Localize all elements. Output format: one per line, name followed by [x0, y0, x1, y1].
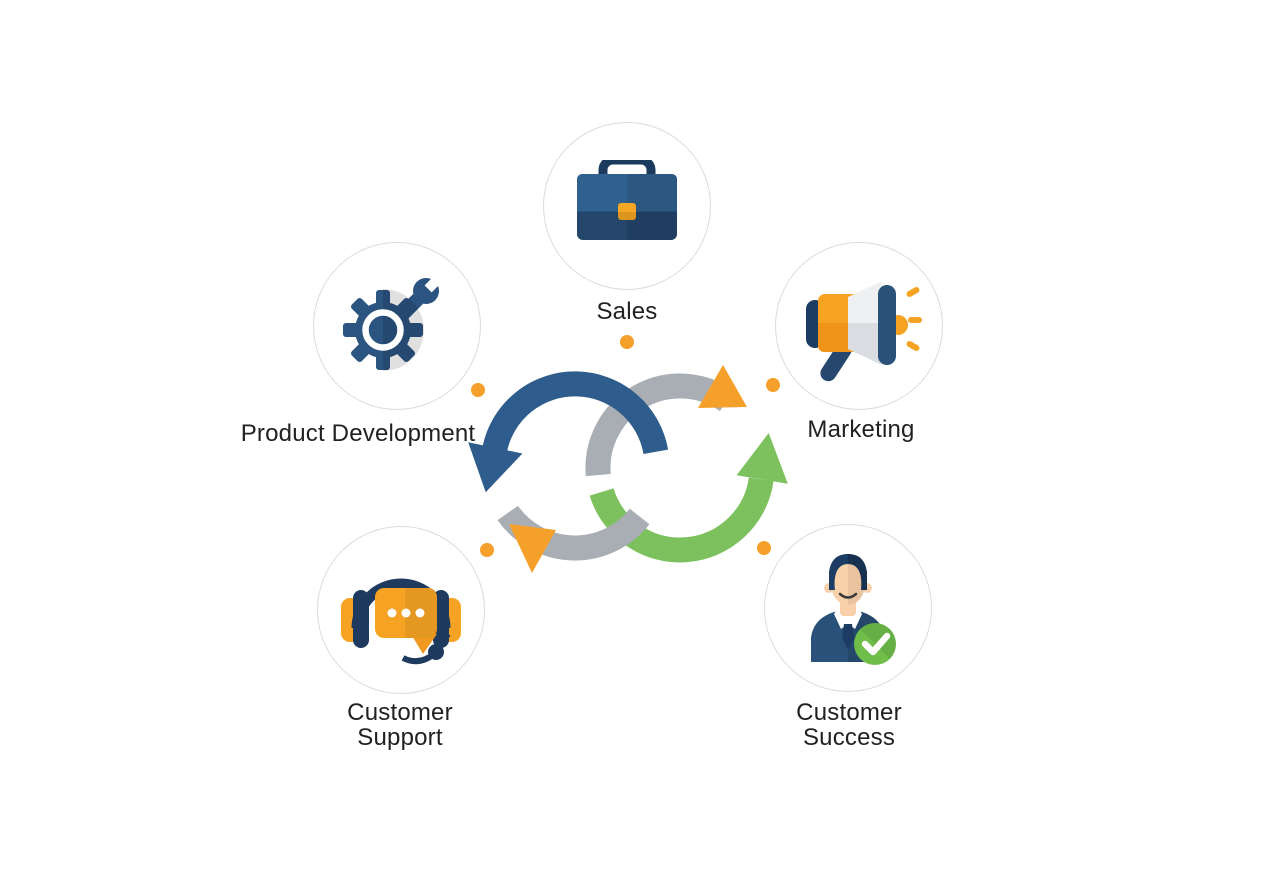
- person-check-icon: [811, 554, 897, 665]
- blue-arrowhead: [468, 442, 523, 493]
- briefcase-flap: [577, 174, 677, 212]
- mic-boom-curve: [401, 651, 436, 665]
- green-arrowhead: [736, 433, 788, 484]
- sync-arrows-icon: [468, 365, 788, 573]
- megaphone-bell: [878, 285, 896, 365]
- label-marketing: Marketing: [807, 416, 915, 443]
- smile: [838, 592, 858, 599]
- megaphone-icon: [806, 281, 922, 382]
- briefcase-clasp-shade: [618, 212, 636, 220]
- gear-wrench-icon: [343, 273, 444, 371]
- sound-ray-top: [906, 287, 920, 297]
- connector-dot-sales: [620, 335, 634, 349]
- node-product-development: [313, 242, 481, 410]
- label-product-development: Product Development: [240, 420, 476, 447]
- connector-dot-customer-success: [757, 541, 771, 555]
- tie: [842, 624, 854, 650]
- label-customer-success: Customer Success: [796, 699, 902, 751]
- sound-ray-middle: [908, 317, 922, 323]
- bubble-dot-2: [401, 608, 411, 618]
- bubble-dot-1: [387, 608, 397, 618]
- hair-shade: [848, 554, 867, 590]
- sound-ray-bottom: [906, 341, 920, 351]
- orange-arrowhead-top: [698, 365, 747, 408]
- node-marketing: [775, 242, 943, 410]
- briefcase-shade: [627, 174, 677, 240]
- connector-dot-customer-support: [480, 543, 494, 557]
- green-arc: [589, 477, 774, 563]
- chat-bubble-tail: [411, 634, 437, 654]
- ear-piece-left: [353, 590, 369, 648]
- node-customer-success: [764, 524, 932, 692]
- orange-arrowhead-bottom: [509, 524, 556, 573]
- node-sales: [543, 122, 711, 290]
- headset-icon: [341, 578, 461, 665]
- gear: [343, 289, 424, 371]
- node-customer-support: [317, 526, 485, 694]
- bubble-dot-3: [415, 608, 425, 618]
- briefcase-icon: [577, 160, 677, 240]
- check-mark: [861, 632, 891, 656]
- megaphone-cone-shade: [848, 323, 882, 365]
- blue-arc: [482, 371, 669, 455]
- badge-shade: [860, 623, 897, 659]
- label-sales: Sales: [596, 298, 658, 325]
- label-customer-support: Customer Support: [347, 699, 453, 751]
- connector-dot-product-development: [471, 383, 485, 397]
- briefcase-clasp: [618, 203, 636, 220]
- hair: [829, 554, 867, 590]
- connector-dot-marketing: [766, 378, 780, 392]
